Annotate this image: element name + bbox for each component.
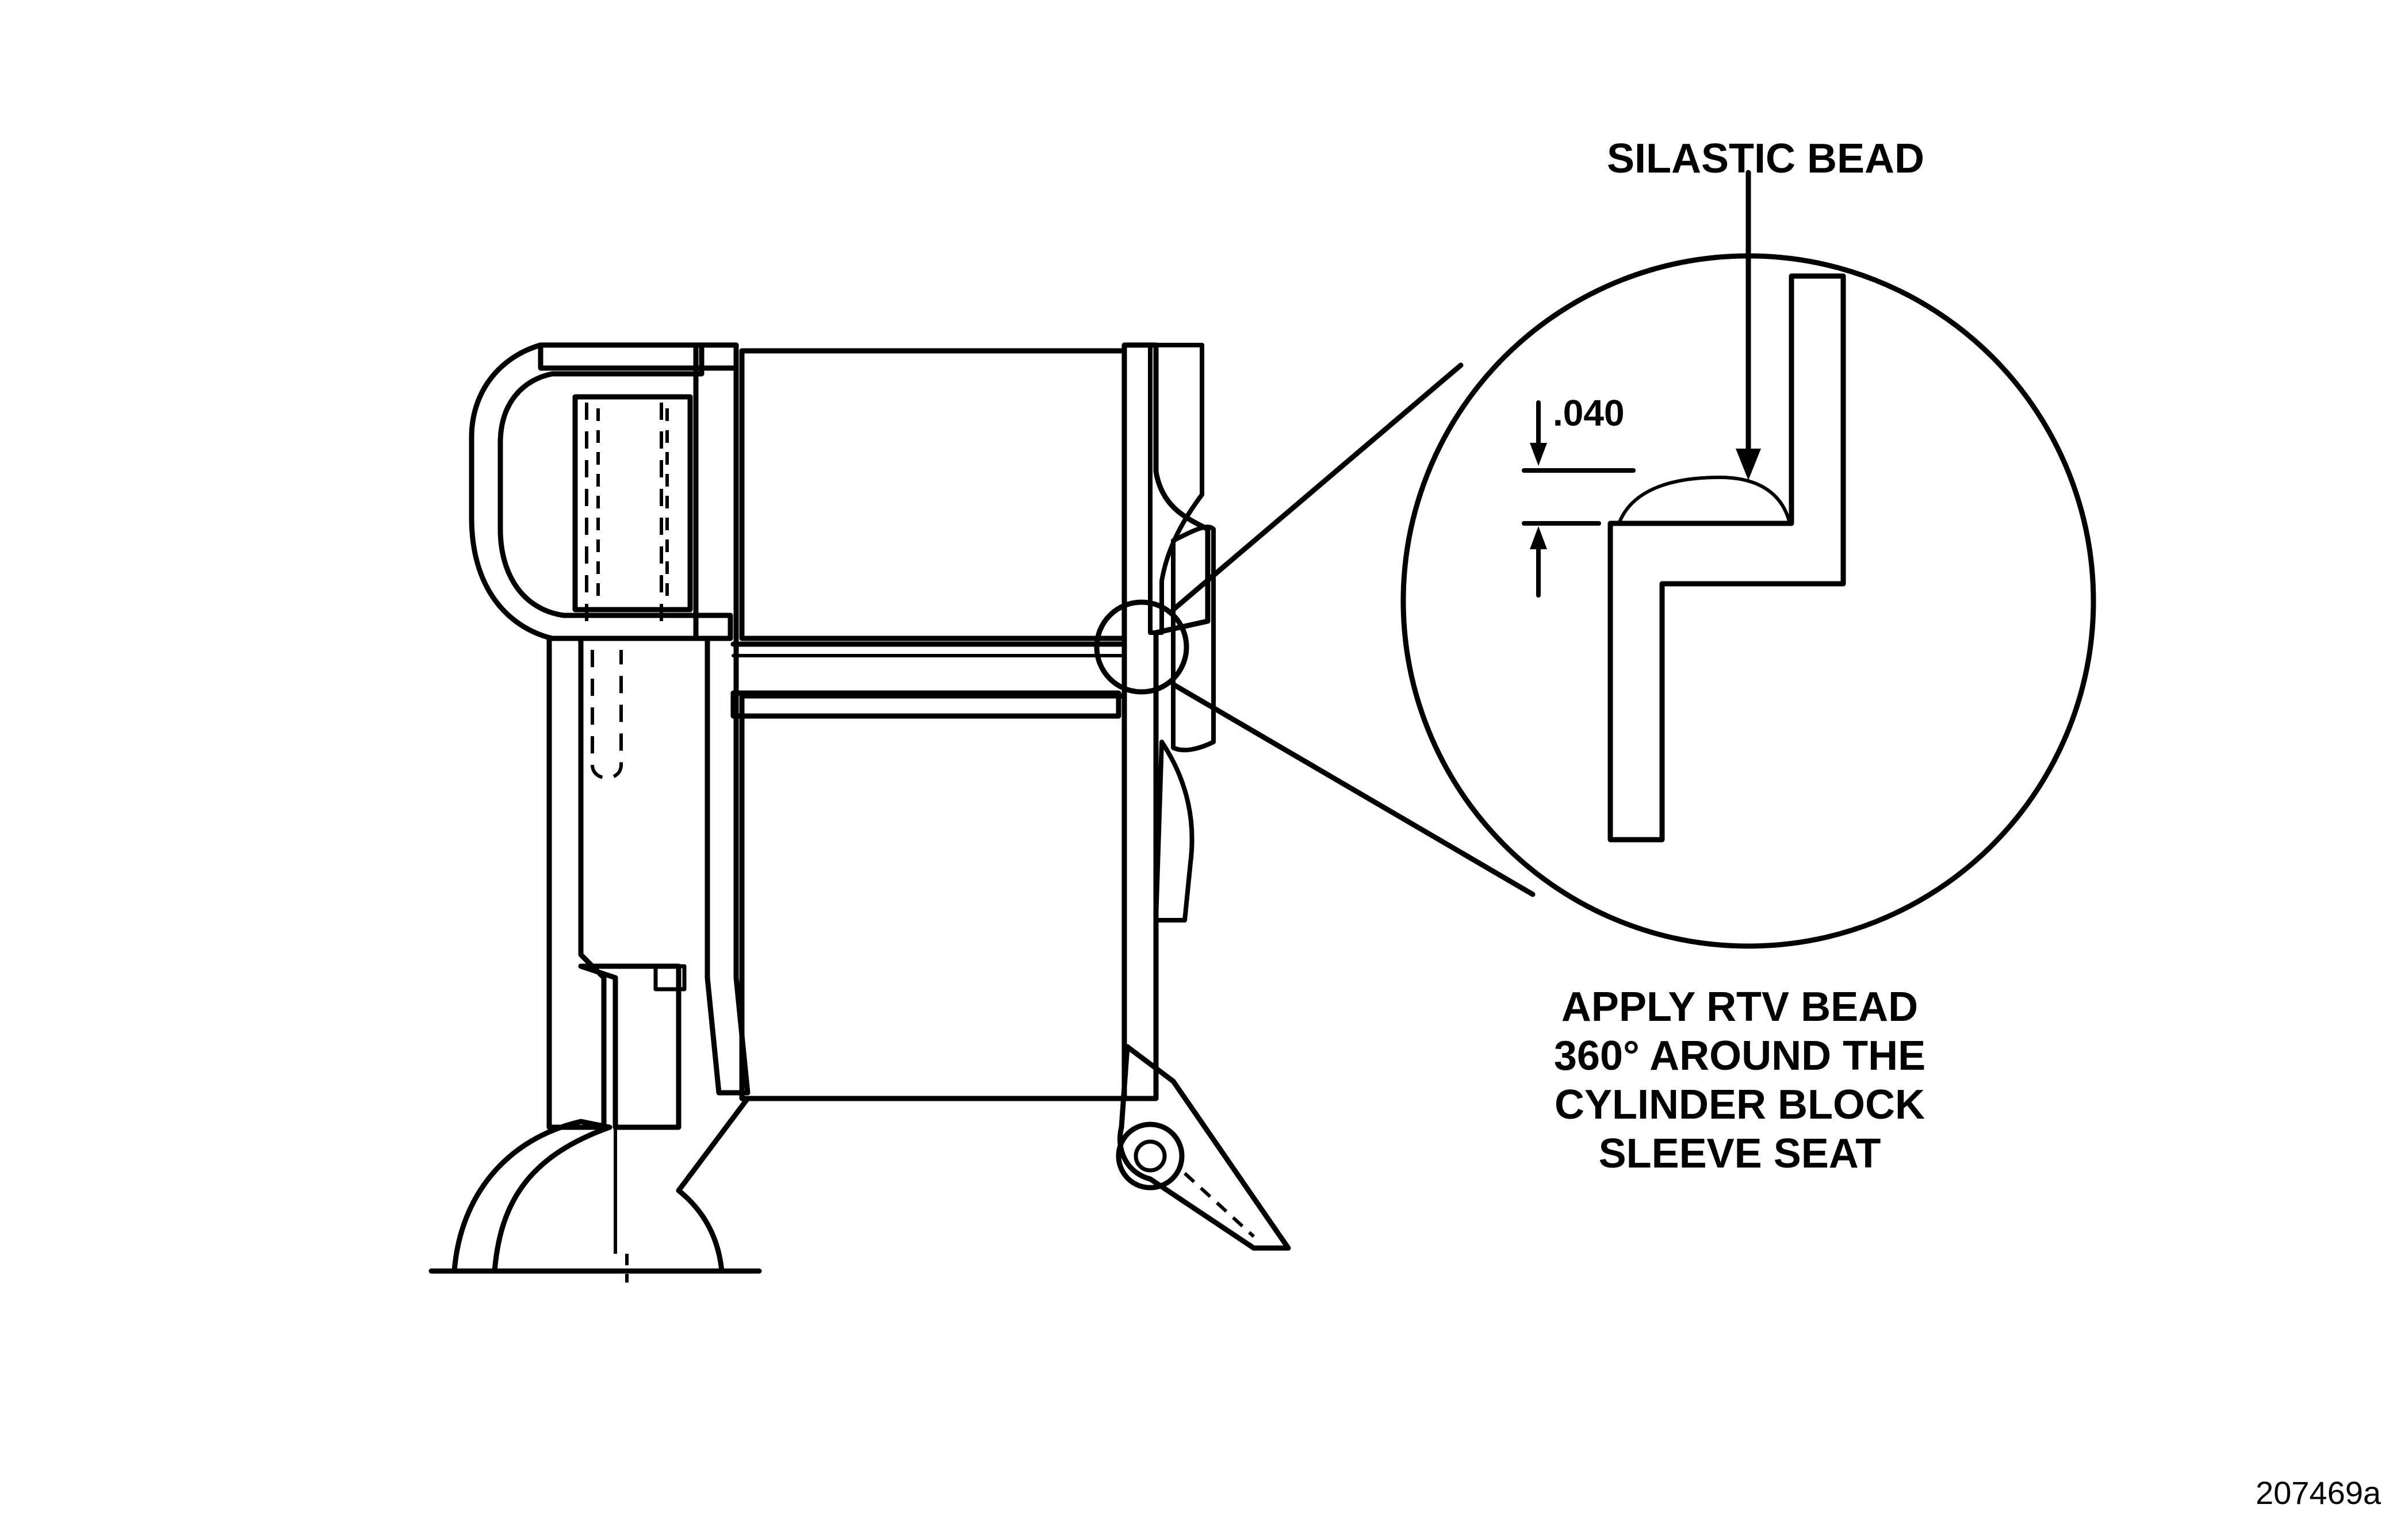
center-arch [676, 1096, 751, 1274]
instruction-line-1: APPLY RTV BEAD [1561, 984, 1918, 1030]
silastic-bead-label: SILASTIC BEAD [1607, 136, 1924, 182]
sleeve-seat-profile [1607, 273, 1846, 843]
thread-tab [653, 964, 687, 992]
left-lower-column [546, 636, 607, 1130]
dimension-label: .040 [1553, 392, 1625, 434]
bead-pointer-arrow [1736, 449, 1761, 480]
sleeve-seat-ring [730, 690, 1121, 719]
instruction-line-3: CYLINDER BLOCK [1555, 1082, 1925, 1128]
dowel-hole [1116, 1122, 1185, 1191]
water-jacket-cavity [572, 394, 693, 613]
detail-reference-circle [1094, 599, 1189, 695]
dowel-hole-inner [1134, 1139, 1167, 1173]
right-jacket-bulge [1171, 525, 1216, 753]
figure-id: 207469a [2256, 1475, 2382, 1511]
left-bore-wall [693, 342, 751, 1096]
silastic-bead-shape [1617, 476, 1791, 525]
right-foot-bracket [1117, 1044, 1291, 1251]
magnified-detail [1400, 170, 2096, 949]
sleeve-lower-bore [739, 693, 1127, 1101]
right-bore-wall [1121, 342, 1211, 1101]
left-foot [451, 1119, 612, 1274]
magnifier-leader-upper [1170, 362, 1464, 613]
oil-passage-dashed [591, 650, 623, 780]
right-jacket-lower [1154, 740, 1195, 923]
top-deck [538, 342, 739, 371]
drain-passage [1183, 1172, 1255, 1238]
cylinder-block-section [428, 342, 1291, 1283]
instruction-line-2: 360° AROUND THE [1554, 1033, 1925, 1079]
dimension-arrow-top-head [1530, 443, 1547, 466]
instruction-line-4: SLEEVE SEAT [1599, 1131, 1881, 1177]
left-water-jacket-wall [469, 342, 733, 641]
magnifier-leader-lower [1170, 682, 1536, 897]
sleeve-upper-bore [739, 348, 1127, 641]
dimension-arrow-bottom-head [1530, 526, 1547, 549]
